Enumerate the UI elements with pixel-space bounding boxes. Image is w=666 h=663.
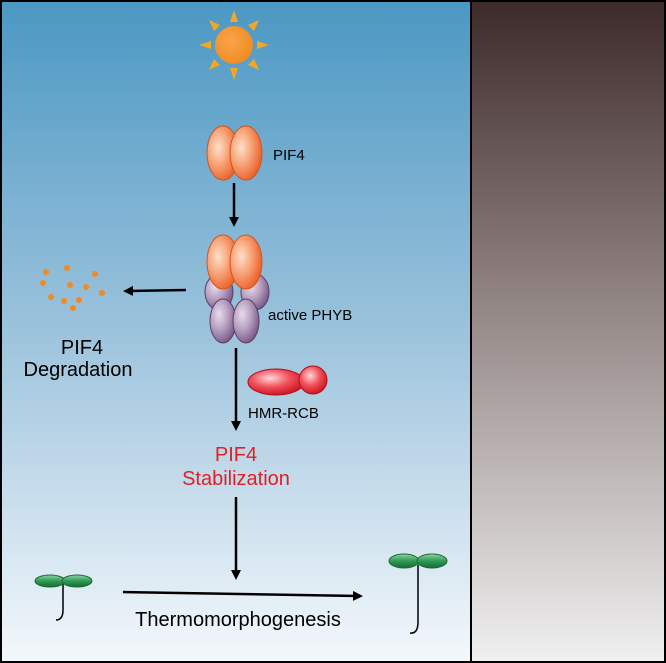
night-panel [470, 0, 666, 663]
pif4-label: PIF4 [273, 147, 305, 164]
hmr-rcb-protein [247, 365, 328, 396]
seedling-icon-short [34, 574, 93, 621]
seedling-icon-tall [388, 553, 448, 634]
arrow-thermomorphogenesis [122, 590, 363, 601]
arrow-to-degradation [123, 285, 187, 296]
pif4-protein-top [206, 125, 263, 181]
phyb-protein [204, 273, 270, 344]
active-phyb-label: active PHYB [268, 307, 352, 324]
sun-icon [199, 10, 269, 80]
degradation-label-line1: PIF4 [61, 337, 103, 359]
stabilization-label-line1: PIF4 [215, 444, 257, 466]
pif4-protein-bound [206, 234, 263, 290]
hmr-rcb-label: HMR-RCB [248, 405, 319, 422]
thermomorphogenesis-label: Thermomorphogenesis [135, 609, 341, 631]
stabilization-label-line2: Stabilization [182, 468, 290, 490]
pif4-fragments [40, 265, 105, 311]
degradation-label-line2: Degradation [24, 359, 133, 381]
